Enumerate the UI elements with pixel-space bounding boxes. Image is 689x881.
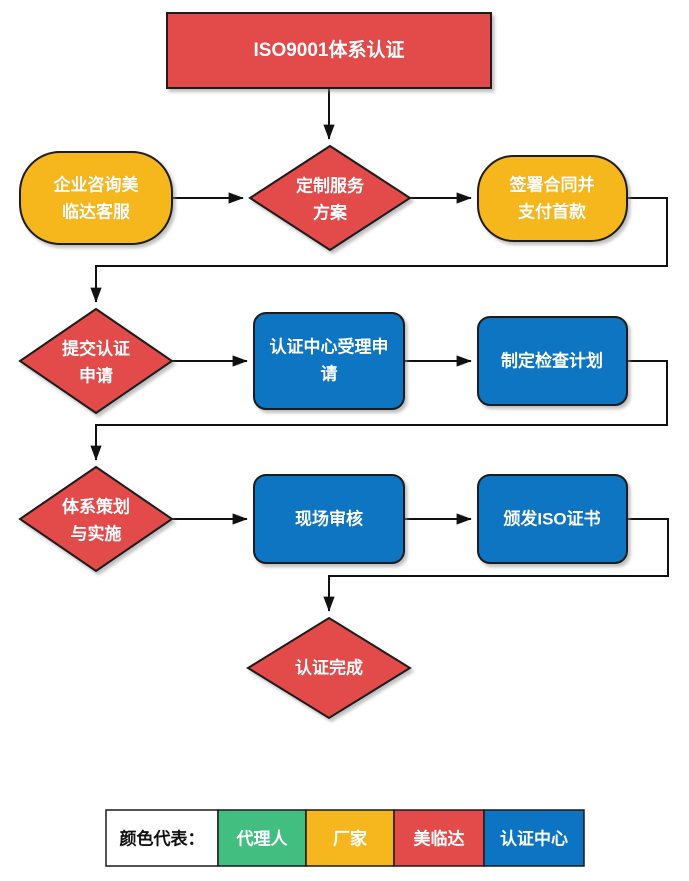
node-n9-shape: [477, 474, 628, 564]
node-n4-label-line1: 提交认证: [62, 338, 130, 358]
node-n7[interactable]: 体系策划 与实施: [18, 465, 174, 573]
node-n7-label-line1: 体系策划: [62, 496, 130, 516]
legend-label-certcenter: 认证中心: [500, 828, 568, 848]
node-n10-shape: [246, 616, 412, 720]
node-n2-label-line2: 方案: [313, 202, 348, 222]
node-n10[interactable]: 认证完成: [246, 616, 412, 720]
node-n7-shape: [18, 465, 174, 573]
node-n2-label-line1: 定制服务: [296, 175, 365, 195]
legend-cell-certcenter[interactable]: [483, 809, 585, 867]
legend: 颜色代表： 代理人 厂家 美临达 认证中心: [105, 809, 585, 867]
legend-title-text: 颜色代表：: [120, 828, 205, 848]
edge-n9-to-n10: [323, 518, 669, 612]
node-n6-label-line1: 制定检查计划: [501, 350, 603, 370]
node-n7-label-line2: 与实施: [71, 523, 122, 543]
node-n1-shape: [19, 151, 173, 245]
node-n1[interactable]: 企业咨询美 临达客服: [19, 151, 173, 245]
node-n2[interactable]: 定制服务 方案: [248, 144, 412, 252]
node-n8-shape: [253, 474, 405, 564]
node-n4-shape: [18, 307, 174, 415]
node-n4-label-line2: 申请: [79, 365, 113, 385]
node-title-label: ISO9001体系认证: [254, 38, 405, 61]
node-n8-label-line1: 现场审核: [295, 508, 363, 528]
node-n3-label-line2: 支付首款: [518, 201, 587, 221]
edge-n6-to-n7: [90, 360, 668, 461]
node-n6[interactable]: 制定检查计划: [477, 316, 628, 406]
node-n2-shape: [248, 144, 412, 252]
legend-cell-agent[interactable]: [217, 809, 307, 867]
node-n5-label-line1: 认证中心受理申: [270, 336, 389, 356]
node-n4[interactable]: 提交认证 申请: [18, 307, 174, 415]
node-n1-label-line2: 临达客服: [62, 201, 131, 221]
node-n5-shape: [253, 312, 405, 410]
node-n5[interactable]: 认证中心受理申 请: [253, 312, 405, 410]
node-n3-shape: [477, 155, 628, 242]
node-n5-label-line2: 请: [321, 364, 338, 383]
node-n3-label-line1: 签署合同并: [509, 174, 595, 194]
node-n6-shape: [477, 316, 628, 406]
node-n8[interactable]: 现场审核: [253, 474, 405, 564]
node-title-shape: [166, 12, 492, 89]
legend-cell-manufacturer[interactable]: [305, 809, 395, 867]
node-title[interactable]: ISO9001体系认证: [166, 12, 492, 89]
legend-label-manufacturer: 厂家: [333, 828, 367, 848]
edge-n3-to-n4: [90, 197, 668, 303]
legend-cell-meilinda[interactable]: [393, 809, 485, 867]
node-n10-label-line1: 认证完成: [295, 657, 363, 677]
legend-title-cell: [105, 809, 219, 867]
node-n1-label-line1: 企业咨询美: [53, 174, 140, 194]
node-n3[interactable]: 签署合同并 支付首款: [477, 155, 628, 242]
legend-label-meilinda: 美临达: [414, 828, 465, 848]
node-n9[interactable]: 颁发ISO证书: [477, 474, 628, 564]
node-n9-label-line1: 颁发ISO证书: [503, 508, 600, 528]
legend-label-agent: 代理人: [236, 828, 289, 848]
connector-layer: [90, 88, 669, 612]
